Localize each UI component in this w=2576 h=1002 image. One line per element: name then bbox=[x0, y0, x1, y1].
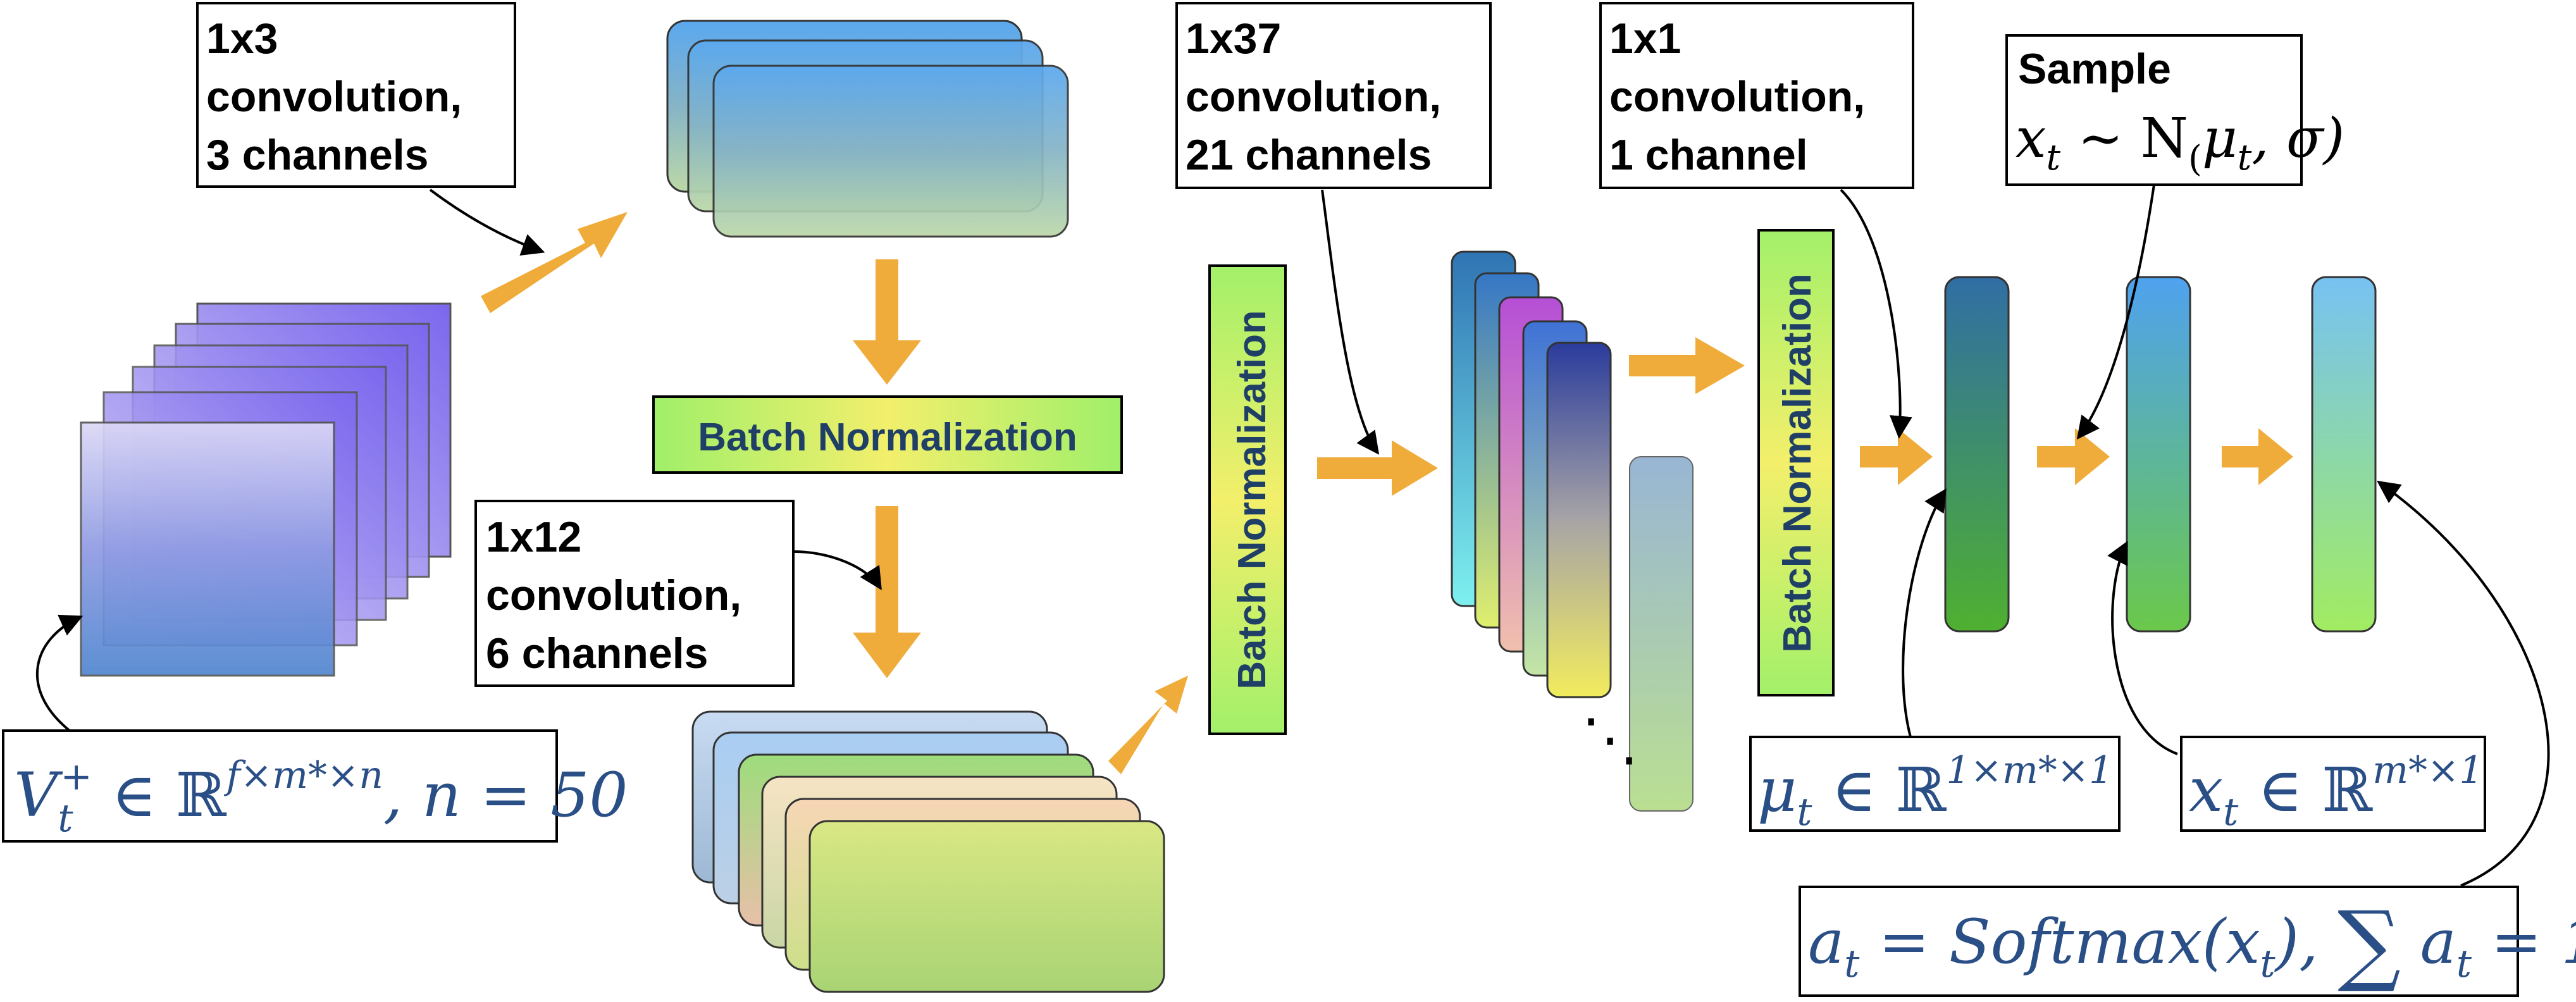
arrow-conv1x37-to-bn2 bbox=[1629, 337, 1745, 394]
conv1x3-line2: convolution, bbox=[206, 73, 462, 121]
label-conv1x1: 1x1 convolution, 1 channel bbox=[1599, 2, 1914, 189]
arrow-x-to-a bbox=[2222, 428, 2293, 485]
conv1x37-line3: 21 channels bbox=[1186, 131, 1432, 179]
batch-norm-label-3: Batch Normalization bbox=[1776, 273, 1819, 652]
label-sample: Sample xt ~ N(μt, σ) bbox=[2005, 34, 2344, 186]
label-input-math: Vt+ ∈ ℝf×m*×n, n = 50 bbox=[2, 729, 628, 843]
batch-norm-horizontal: Batch Normalization bbox=[652, 395, 1123, 474]
arrow-bn2-to-mu bbox=[1860, 428, 1933, 485]
pointer-arrows bbox=[36, 184, 2550, 887]
conv1x1-line1: 1x1 bbox=[1609, 15, 1681, 63]
batch-norm-vertical-2: Batch Normalization bbox=[1757, 229, 1835, 696]
batch-norm-label-1: Batch Normalization bbox=[698, 416, 1077, 459]
conv1x3-line1: 1x3 bbox=[206, 15, 278, 63]
arrow-stack-to-batchnorm bbox=[1108, 676, 1188, 774]
conv1x1-line3: 1 channel bbox=[1609, 131, 1808, 179]
pointer-conv1x37 bbox=[1321, 189, 1380, 455]
mu-formula: μt ∈ ℝ1×m*×1 bbox=[1757, 748, 2113, 834]
label-conv1x37: 1x37 convolution, 21 channels bbox=[1175, 2, 1492, 189]
x-formula: xt ∈ ℝm*×1 bbox=[2189, 748, 2483, 834]
x-output-column bbox=[2126, 276, 2191, 633]
arrow-mu-to-x bbox=[2037, 428, 2110, 485]
pointer-softmax bbox=[2377, 480, 2550, 887]
label-conv1x12: 1x12 convolution, 6 channels bbox=[474, 500, 795, 687]
sample-formula: xt ~ N(μt, σ) bbox=[2016, 107, 2344, 180]
conv1x1-line2: convolution, bbox=[1609, 73, 1865, 121]
conv1x37-line2: convolution, bbox=[1186, 73, 1441, 121]
conv1x3-output-stack bbox=[666, 20, 1069, 238]
mu-output-column bbox=[1944, 276, 2010, 633]
pointer-input bbox=[36, 614, 84, 732]
softmax-formula: at = Softmax(xt), ∑ at = 1 bbox=[1808, 893, 2576, 996]
arrow-bn-to-conv1x37 bbox=[1317, 440, 1438, 496]
pointer-conv1x1 bbox=[1840, 189, 1912, 439]
input-tensor-stack bbox=[80, 302, 452, 677]
conv1x12-output-stack bbox=[691, 710, 1165, 993]
pointer-x bbox=[2107, 540, 2178, 755]
label-x-math: xt ∈ ℝm*×1 bbox=[2180, 736, 2486, 834]
conv1x37-output-stack: ⋱ bbox=[1451, 250, 1694, 812]
arrow-down-to-conv1x12 bbox=[853, 506, 921, 678]
batch-norm-label-2: Batch Normalization bbox=[1230, 310, 1274, 689]
pointer-mu bbox=[1902, 488, 1947, 738]
conv1x3-line3: 3 channels bbox=[206, 131, 429, 179]
conv1x12-line3: 6 channels bbox=[486, 629, 709, 677]
arrow-down-to-batchnorm bbox=[853, 259, 921, 385]
conv1x12-line2: convolution, bbox=[486, 571, 741, 619]
input-formula: Vt+ ∈ ℝf×m*×n, n = 50 bbox=[14, 753, 628, 841]
sample-title: Sample bbox=[2018, 45, 2171, 93]
conv1x37-line1: 1x37 bbox=[1186, 15, 1281, 63]
pointer-conv1x3 bbox=[429, 189, 545, 256]
ellipsis-dots: ⋱ bbox=[1582, 707, 1638, 773]
arrow-input-to-conv1x3 bbox=[481, 212, 628, 313]
pointer-sample bbox=[2076, 184, 2155, 440]
a-output-column bbox=[2311, 276, 2377, 633]
conv1x12-line1: 1x12 bbox=[486, 513, 581, 561]
batch-norm-vertical-1: Batch Normalization bbox=[1208, 264, 1287, 735]
flow-arrows bbox=[481, 212, 2293, 774]
label-conv1x3: 1x3 convolution, 3 channels bbox=[196, 2, 516, 188]
pointer-conv1x12 bbox=[793, 550, 882, 591]
label-softmax-math: at = Softmax(xt), ∑ at = 1 bbox=[1799, 886, 2576, 997]
label-mu-math: μt ∈ ℝ1×m*×1 bbox=[1749, 736, 2121, 834]
